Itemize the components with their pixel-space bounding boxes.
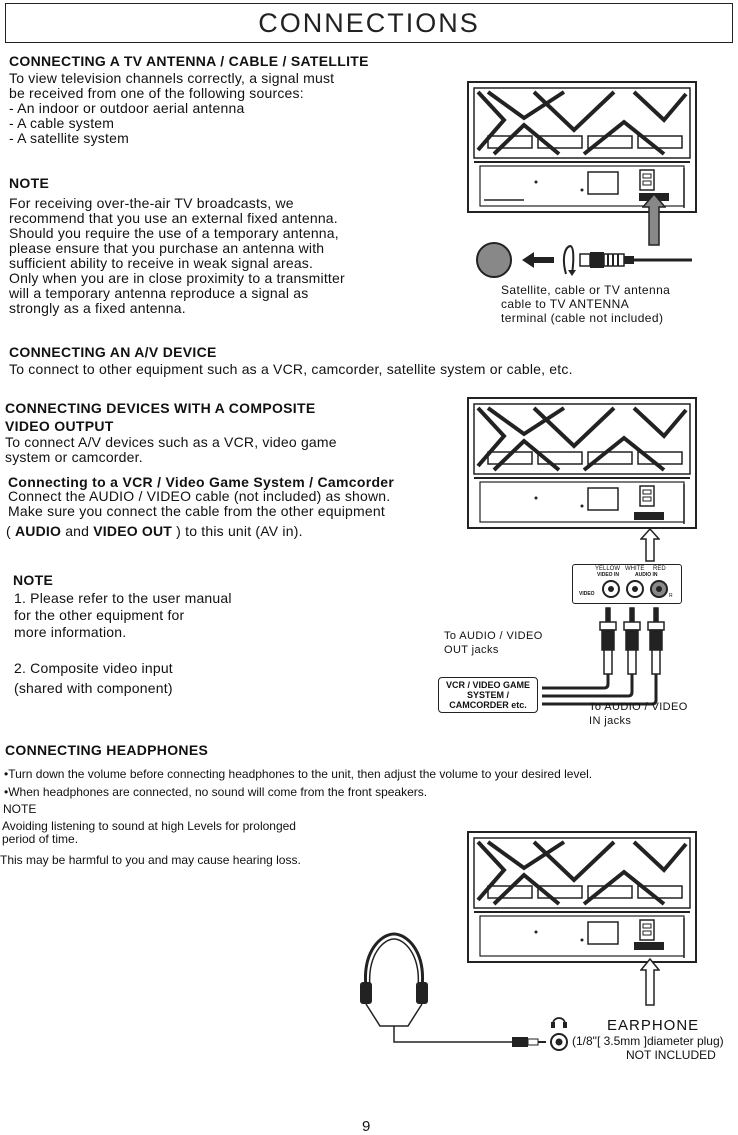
antenna-line: - An indoor or outdoor aerial antenna [9, 100, 245, 116]
jack-video-tag: VIDEO [579, 591, 595, 597]
earphone-jack-icon [550, 1017, 568, 1051]
headphones-body: •Turn down the volume before connecting … [4, 765, 592, 801]
av-in-text: (AV in). [255, 523, 303, 539]
note-line: period of time. [2, 832, 79, 846]
rca-plug-icon [542, 607, 665, 706]
body-line: Make sure you connect the cable from the… [8, 503, 385, 519]
composite-note-heading: NOTE [13, 572, 54, 588]
note-line: please ensure that you purchase an anten… [9, 240, 325, 256]
antenna-note-body: For receiving over-the-air TV broadcasts… [9, 196, 345, 316]
jack-color-red: RED [653, 566, 666, 572]
paren: ( [6, 523, 11, 539]
and-word: and [65, 523, 90, 539]
headphones-icon [360, 932, 546, 1047]
note-line: (shared with component) [14, 680, 173, 696]
note-line: This may be harmful to you and may cause… [0, 853, 301, 867]
note-line: 1. Please refer to the user manual [14, 590, 232, 606]
jack-audio-in-label: AUDIO IN [635, 572, 658, 578]
composite-subheading: Connecting to a VCR / Video Game System … [8, 474, 395, 490]
tv-rear-panel-icon [467, 831, 697, 963]
headphones-heading: CONNECTING HEADPHONES [5, 742, 209, 758]
body-line: system or camcorder. [5, 449, 143, 465]
jack-color-white: WHITE [625, 566, 645, 572]
antenna-caption: Satellite, cable or TV antenna cable to … [501, 283, 670, 325]
jack-video-in-label: VIDEO IN [597, 572, 619, 578]
composite-sub-body: Connect the AUDIO / VIDEO cable (not inc… [8, 489, 390, 519]
caption-line: terminal (cable not included) [501, 311, 664, 325]
composite-heading: CONNECTING DEVICES WITH A COMPOSITE VIDE… [5, 399, 315, 435]
headphones-note-heading: NOTE [3, 802, 37, 816]
label-line: OUT jacks [444, 644, 499, 656]
not-included-text: NOT INCLUDED [626, 1048, 716, 1062]
tv-rear-panel-icon [467, 81, 697, 213]
antenna-note-heading: NOTE [9, 175, 50, 191]
note-line: recommend that you use an external fixed… [9, 210, 338, 226]
rca-jack-icon [602, 580, 668, 598]
label-line: IN jacks [589, 715, 632, 727]
earphone-label: EARPHONE [607, 1017, 700, 1034]
note-line: more information. [14, 624, 127, 640]
audio-label: AUDIO [14, 523, 62, 539]
device-line: SYSTEM / [466, 690, 509, 700]
antenna-heading: CONNECTING A TV ANTENNA / CABLE / SATELL… [9, 53, 369, 69]
page-title: CONNECTIONS [5, 3, 733, 43]
av-jack-panel: YELLOW WHITE RED VIDEO IN AUDIO IN VIDEO… [572, 564, 682, 604]
note-line: Avoiding listening to sound at high Leve… [2, 819, 296, 833]
note-line: Only when you are in close proximity to … [9, 270, 345, 286]
heading-line: VIDEO OUTPUT [5, 418, 114, 434]
body-line: Connect the AUDIO / VIDEO cable (not inc… [8, 488, 391, 504]
heading-line: CONNECTING DEVICES WITH A COMPOSITE [5, 400, 316, 416]
av-text: To connect to other equipment such as a … [9, 361, 573, 377]
note-line: 2. Composite video input [14, 660, 173, 676]
composite-note2-body: 2. Composite video input (shared with co… [14, 658, 173, 698]
video-out-label: VIDEO OUT [93, 523, 173, 539]
caption-line: cable to TV ANTENNA [501, 297, 630, 311]
note-line: will a temporary antenna reproduce a sig… [9, 285, 309, 301]
jack-r-label: R [669, 593, 673, 599]
arrow-icon [640, 958, 660, 1006]
composite-body: To connect A/V devices such as a VCR, vi… [5, 435, 337, 465]
note-line: for the other equipment for [14, 607, 185, 623]
note-line: Should you require the use of a temporar… [9, 225, 339, 241]
composite-note-body: 1. Please refer to the user manual for t… [14, 590, 232, 641]
to-out-label: To AUDIO / VIDEO OUT jacks [444, 629, 543, 657]
note-line: strongly as a fixed antenna. [9, 300, 186, 316]
antenna-line: be received from one of the following so… [9, 85, 304, 101]
antenna-line: - A satellite system [9, 130, 129, 146]
page-number: 9 [362, 1118, 371, 1135]
label-line: To AUDIO / VIDEO [589, 701, 688, 713]
device-box: VCR / VIDEO GAME SYSTEM / CAMCORDER etc. [438, 677, 538, 713]
body-line: •When headphones are connected, no sound… [4, 785, 428, 799]
note-line: sufficient ability to receive in weak si… [9, 255, 314, 271]
tv-rear-panel-icon [467, 397, 697, 529]
antenna-terminal-icon [476, 242, 692, 278]
av-heading: CONNECTING AN A/V DEVICE [9, 344, 217, 360]
to-unit-text: ) to this unit [176, 523, 252, 539]
to-in-label: To AUDIO / VIDEO IN jacks [589, 700, 688, 728]
note-line: For receiving over-the-air TV broadcasts… [9, 195, 294, 211]
caption-line: Satellite, cable or TV antenna [501, 283, 671, 297]
device-line: CAMCORDER etc. [449, 700, 527, 710]
arrow-icon [642, 194, 666, 246]
body-line: •Turn down the volume before connecting … [4, 767, 593, 781]
label-line: To AUDIO / VIDEO [444, 630, 543, 642]
device-line: VCR / VIDEO GAME [445, 680, 530, 690]
antenna-body: To view television channels correctly, a… [9, 71, 334, 146]
body-line: To connect A/V devices such as a VCR, vi… [5, 434, 337, 450]
composite-av-line: ( AUDIO and VIDEO OUT ) to this unit (AV… [6, 524, 303, 539]
antenna-line: To view television channels correctly, a… [9, 70, 335, 86]
headphones-note-body: Avoiding listening to sound at high Leve… [0, 819, 301, 867]
plug-text: (1/8"[ 3.5mm ]diameter plug) [572, 1034, 724, 1048]
jack-color-yellow: YELLOW [595, 566, 621, 572]
arrow-icon [640, 528, 660, 562]
antenna-line: - A cable system [9, 115, 115, 131]
